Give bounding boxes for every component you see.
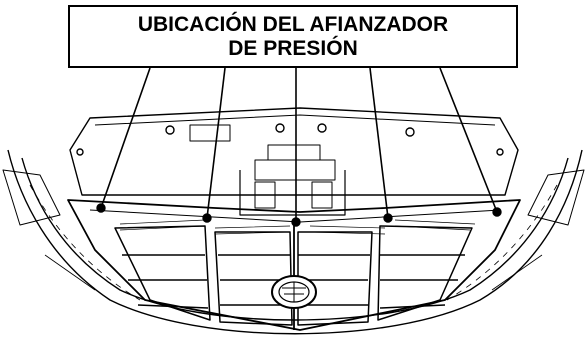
callout-label-box: UBICACIÓN DEL AFIANZADOR DE PRESIÓN (68, 5, 518, 68)
cadillac-emblem-icon (271, 275, 317, 309)
callout-line-1: UBICACIÓN DEL AFIANZADOR (137, 12, 449, 36)
leader-lines (100, 67, 498, 222)
radiator-support-panel (69, 107, 519, 216)
grille-mesh (119, 219, 476, 235)
callout-line-2: DE PRESIÓN (228, 36, 358, 60)
bumper-fascia (2, 149, 585, 335)
